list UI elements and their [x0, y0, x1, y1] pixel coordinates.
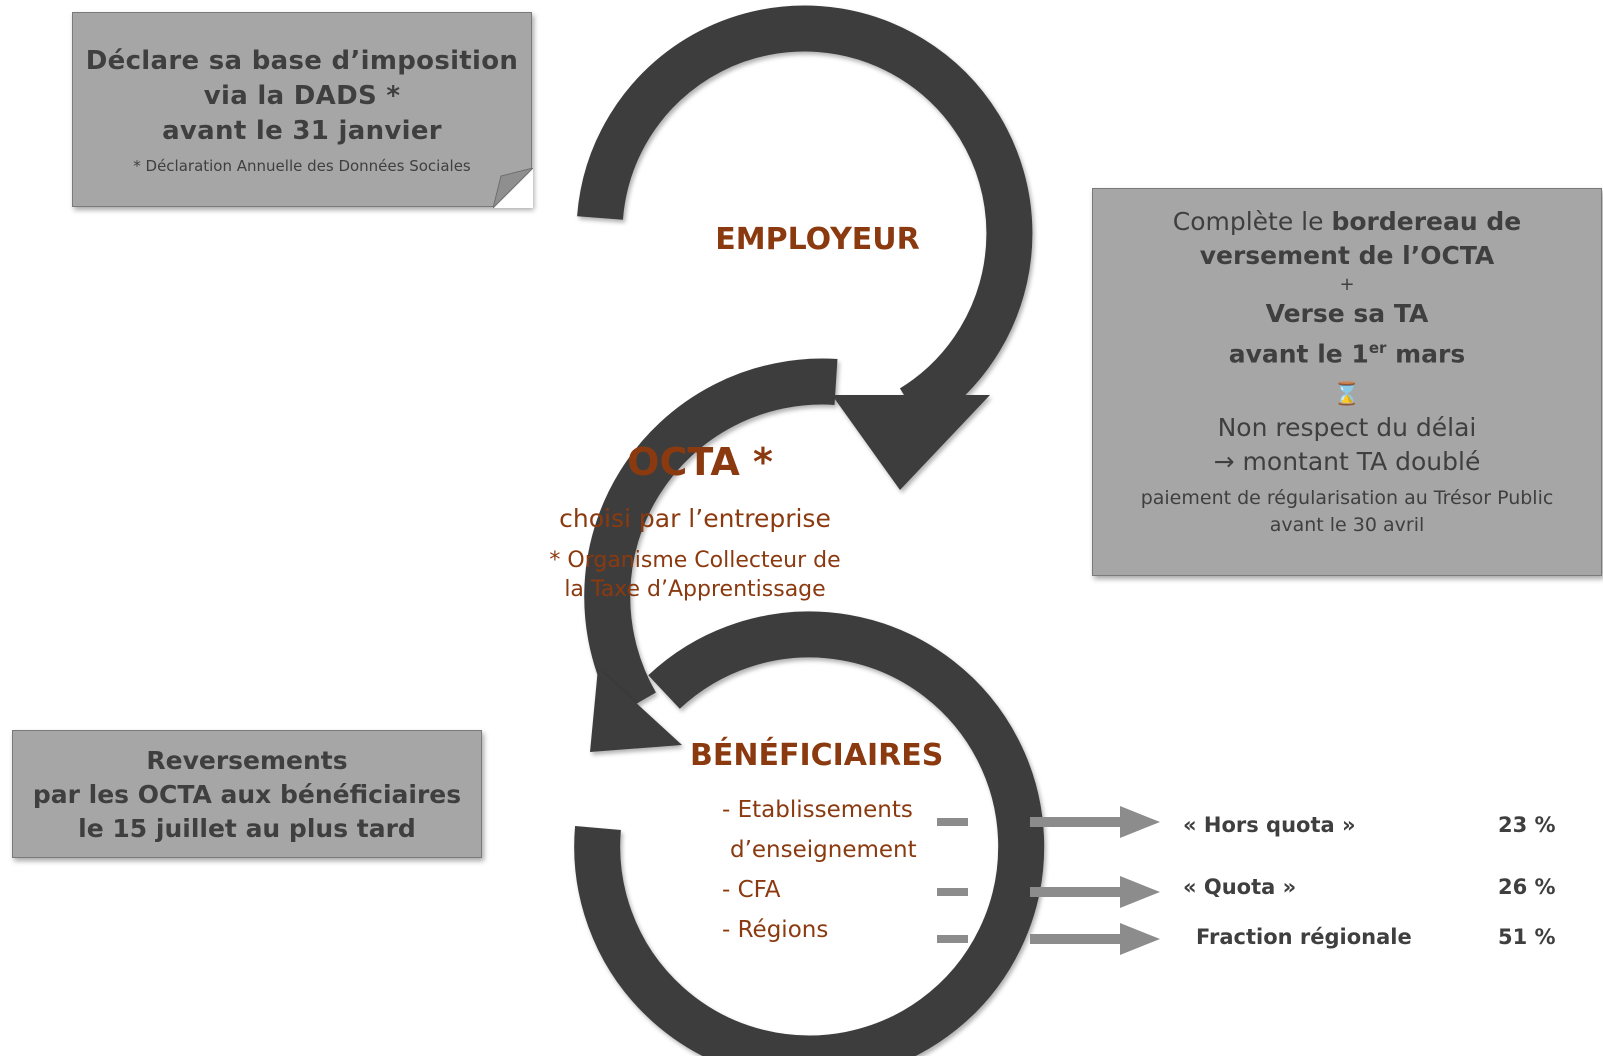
share-value-hors-quota: 23 %	[1498, 813, 1556, 837]
arc-beneficiaires	[574, 611, 1045, 1056]
octa-footnote-line1: * Organisme Collecteur de	[549, 548, 841, 573]
reversement-line1: Reversements	[146, 746, 348, 775]
arrowhead-to-beneficiaires	[590, 668, 682, 752]
octa-note-line5: Non respect du délai	[1217, 413, 1477, 443]
beneficiary-item-regions: - Régions	[722, 917, 829, 943]
reversement-line2: par les OCTA aux bénéficiaires	[32, 780, 462, 809]
octa-label: OCTA *	[627, 440, 773, 484]
plus-sign: +	[1339, 274, 1355, 295]
employeur-label: EMPLOYEUR	[715, 222, 920, 257]
employer-note-footnote: * Déclaration Annuelle des Données Socia…	[133, 157, 471, 175]
octa-footnote: * Organisme Collecteur de la Taxe d’Appr…	[515, 546, 875, 604]
reversement-line3: le 15 juillet au plus tard	[78, 814, 416, 843]
employer-note-line3: avant le 31 janvier	[162, 116, 442, 146]
octa-note-line4: avant le 1er mars	[1228, 339, 1466, 369]
employer-declaration-note: Déclare sa base d’imposition via la DADS…	[72, 12, 533, 208]
hourglass-icon: ⌛	[1333, 382, 1361, 408]
page-fold-icon	[493, 168, 533, 208]
employer-note-line2: via la DADS *	[203, 81, 401, 111]
arc-octa	[584, 358, 838, 716]
employer-note-line1: Déclare sa base d’imposition	[85, 46, 519, 76]
octa-note-line6: → montant TA doublé	[1213, 447, 1481, 477]
share-label-fraction-regionale: Fraction régionale	[1196, 925, 1412, 949]
octa-note-line8: avant le 30 avril	[1269, 514, 1425, 537]
octa-note-line1: Complète le bordereau de	[1172, 207, 1522, 236]
beneficiary-item-cfa: - CFA	[722, 877, 781, 903]
share-arrows	[937, 806, 1160, 955]
beneficiary-item-enseignement: d’enseignement	[730, 837, 917, 863]
share-label-hors-quota: « Hors quota »	[1183, 813, 1356, 837]
reversement-note: Reversements par les OCTA aux bénéficiai…	[12, 730, 482, 858]
arc-employeur	[577, 5, 1033, 428]
share-label-quota: « Quota »	[1183, 875, 1297, 899]
octa-subtitle: choisi par l’entreprise	[559, 504, 831, 533]
octa-note-line7: paiement de régularisation au Trésor Pub…	[1140, 487, 1554, 510]
octa-payment-note: Complète le bordereau de versement de l’…	[1092, 188, 1602, 576]
share-value-fraction-regionale: 51 %	[1498, 925, 1556, 949]
beneficiaires-label: BÉNÉFICIAIRES	[690, 738, 944, 773]
share-value-quota: 26 %	[1498, 875, 1556, 899]
octa-footnote-line2: la Taxe d’Apprentissage	[564, 577, 826, 602]
arrowhead-to-octa	[832, 395, 990, 490]
octa-note-line3: Verse sa TA	[1265, 299, 1429, 328]
beneficiary-item-etablissements: - Etablissements	[722, 797, 913, 823]
octa-note-line2: versement de l’OCTA	[1199, 241, 1495, 270]
